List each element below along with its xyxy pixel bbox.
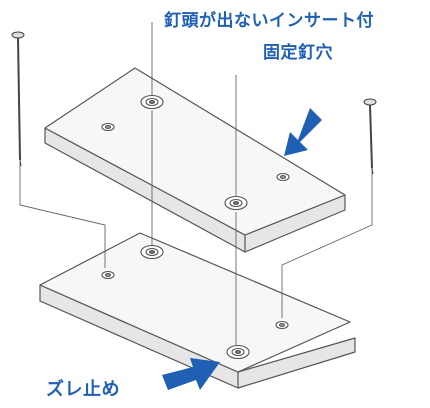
guide-lines (19, 22, 373, 345)
insert-hole-icon (224, 195, 248, 211)
upper-board (44, 67, 346, 253)
insert-hole-icon (140, 94, 164, 110)
peg-icon (101, 270, 115, 280)
insert-hole-caption-line2: 固定釘穴 (263, 38, 333, 63)
insert-hole-caption-line1: 釘頭が出ないインサート付 (164, 6, 374, 31)
arrow-icon (162, 358, 220, 390)
nail-icon (363, 98, 377, 175)
lower-board-top (39, 232, 351, 373)
peg-icon (275, 320, 289, 330)
anti-slip-caption: ズレ止め (46, 375, 120, 401)
peg-icon (276, 172, 290, 182)
insert-hole-icon (140, 244, 164, 260)
insert-hole-icon (226, 344, 250, 360)
upper-board-top (44, 67, 346, 236)
lower-board (39, 232, 356, 389)
arrow-icon (284, 108, 322, 156)
nail-icon (11, 31, 25, 167)
peg-icon (101, 122, 115, 132)
